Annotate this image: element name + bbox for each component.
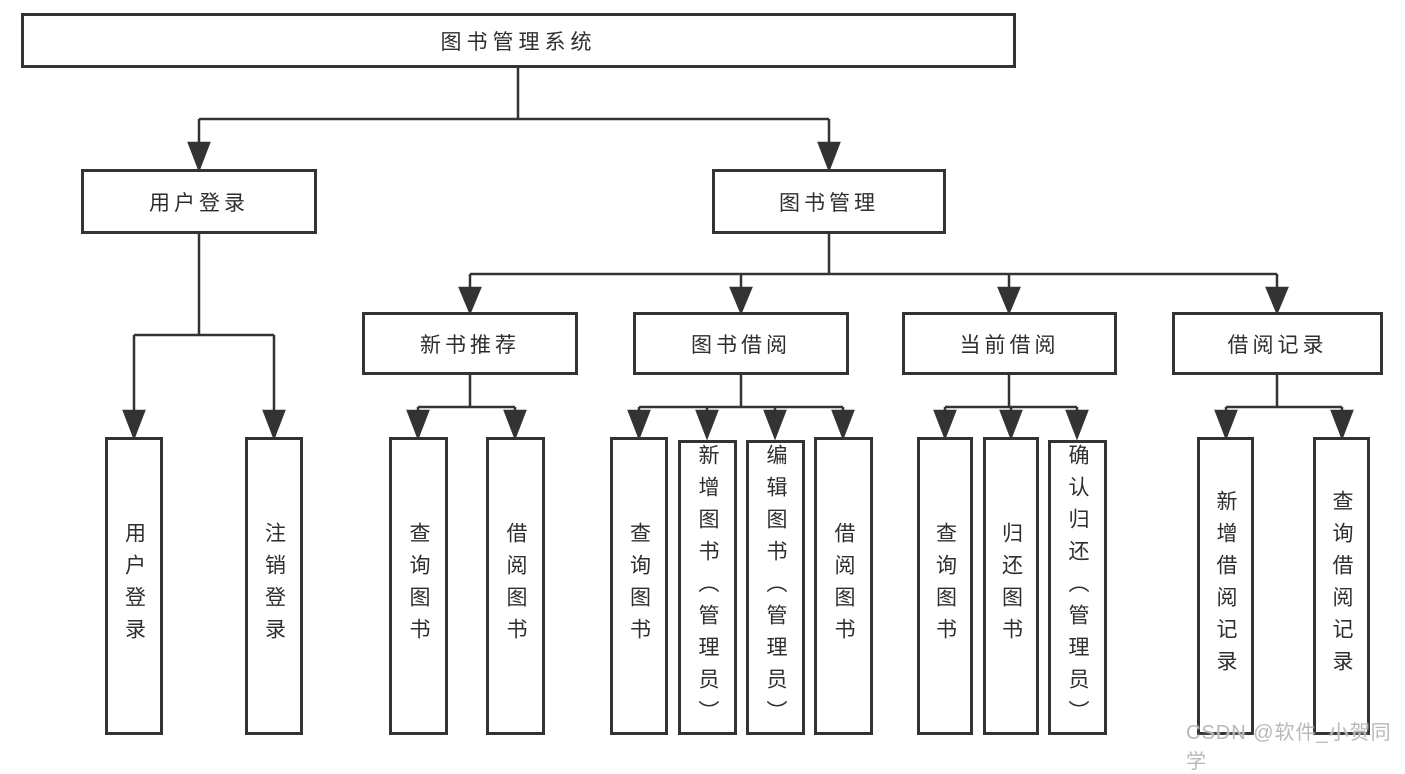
node-book-borrow: 图书借阅 [633,312,849,375]
leaf-current-confirm-return-admin: 确认归还（管理员） [1048,440,1107,735]
leaf-current-query-books: 查询图书 [917,437,973,735]
node-current-borrow: 当前借阅 [902,312,1117,375]
leaf-borrow-borrow-books: 借阅图书 [814,437,873,735]
leaf-records-query-record: 查询借阅记录 [1313,437,1370,735]
node-borrow-records: 借阅记录 [1172,312,1383,375]
leaf-records-add-record: 新增借阅记录 [1197,437,1254,735]
node-user-login: 用户登录 [81,169,317,234]
leaf-user-login: 用户登录 [105,437,163,735]
leaf-logout: 注销登录 [245,437,303,735]
node-new-book-recommend: 新书推荐 [362,312,578,375]
connector-lines [122,68,1354,441]
leaf-current-return-books: 归还图书 [983,437,1039,735]
diagram-canvas: 图书管理系统 用户登录 图书管理 新书推荐 图书借阅 当前借阅 借阅记录 用户登… [21,13,1391,773]
node-root-system: 图书管理系统 [21,13,1016,68]
node-book-management: 图书管理 [712,169,946,234]
leaf-borrow-query-books: 查询图书 [610,437,668,735]
leaf-newbooks-borrow-books: 借阅图书 [486,437,545,735]
leaf-borrow-edit-books-admin: 编辑图书（管理员） [746,440,805,735]
leaf-borrow-add-books-admin: 新增图书（管理员） [678,440,737,735]
leaf-newbooks-query-books: 查询图书 [389,437,448,735]
csdn-watermark: CSDN @软件_小贺同学 [1186,722,1392,773]
